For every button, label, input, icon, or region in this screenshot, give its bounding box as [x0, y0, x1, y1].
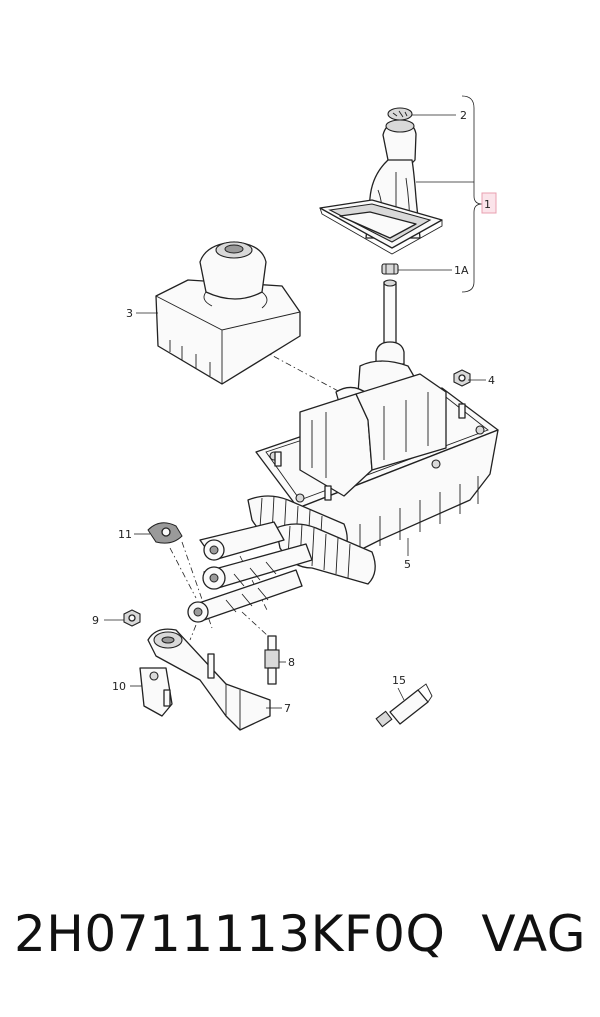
callout-5: 5: [404, 558, 411, 571]
selector-housing: [255, 373, 499, 561]
support-bracket: [139, 667, 173, 717]
callout-15: 15: [392, 674, 406, 687]
shift-cable-arms: [187, 521, 313, 623]
callout-2: 2: [460, 109, 467, 122]
retaining-clip: [381, 263, 399, 275]
callout-11: 11: [118, 528, 132, 541]
callout-10: 10: [112, 680, 126, 693]
nut-4: [453, 369, 471, 387]
grease-tube: [375, 683, 433, 728]
shift-pattern-badge: [387, 107, 413, 121]
callout-1: 1: [484, 198, 491, 211]
callout-labels: 1 2 1A 3 4 5 11 9 8 10 7 15: [92, 109, 497, 715]
callout-8: 8: [288, 656, 295, 669]
callout-4: 4: [488, 374, 495, 387]
stud-bolt: [264, 635, 280, 685]
callout-1a: 1A: [454, 264, 469, 277]
cable-clip: [147, 522, 183, 544]
callout-3: 3: [126, 307, 133, 320]
part-number: 2H0711113KF0Q: [14, 905, 446, 963]
callout-1-highlight: [481, 192, 497, 214]
nut-9: [123, 609, 141, 627]
mounting-bracket: [147, 628, 271, 731]
gear-knob-with-boot: [319, 119, 443, 255]
gear-lever-cover: [155, 241, 301, 385]
brand-name: VAG: [481, 905, 586, 963]
callout-9: 9: [92, 614, 99, 627]
housing-studs: [274, 403, 466, 501]
callout-7: 7: [284, 702, 291, 715]
exploded-parts-diagram: 1 2 1A 3 4 5 11 9 8 10 7 15: [92, 95, 499, 731]
